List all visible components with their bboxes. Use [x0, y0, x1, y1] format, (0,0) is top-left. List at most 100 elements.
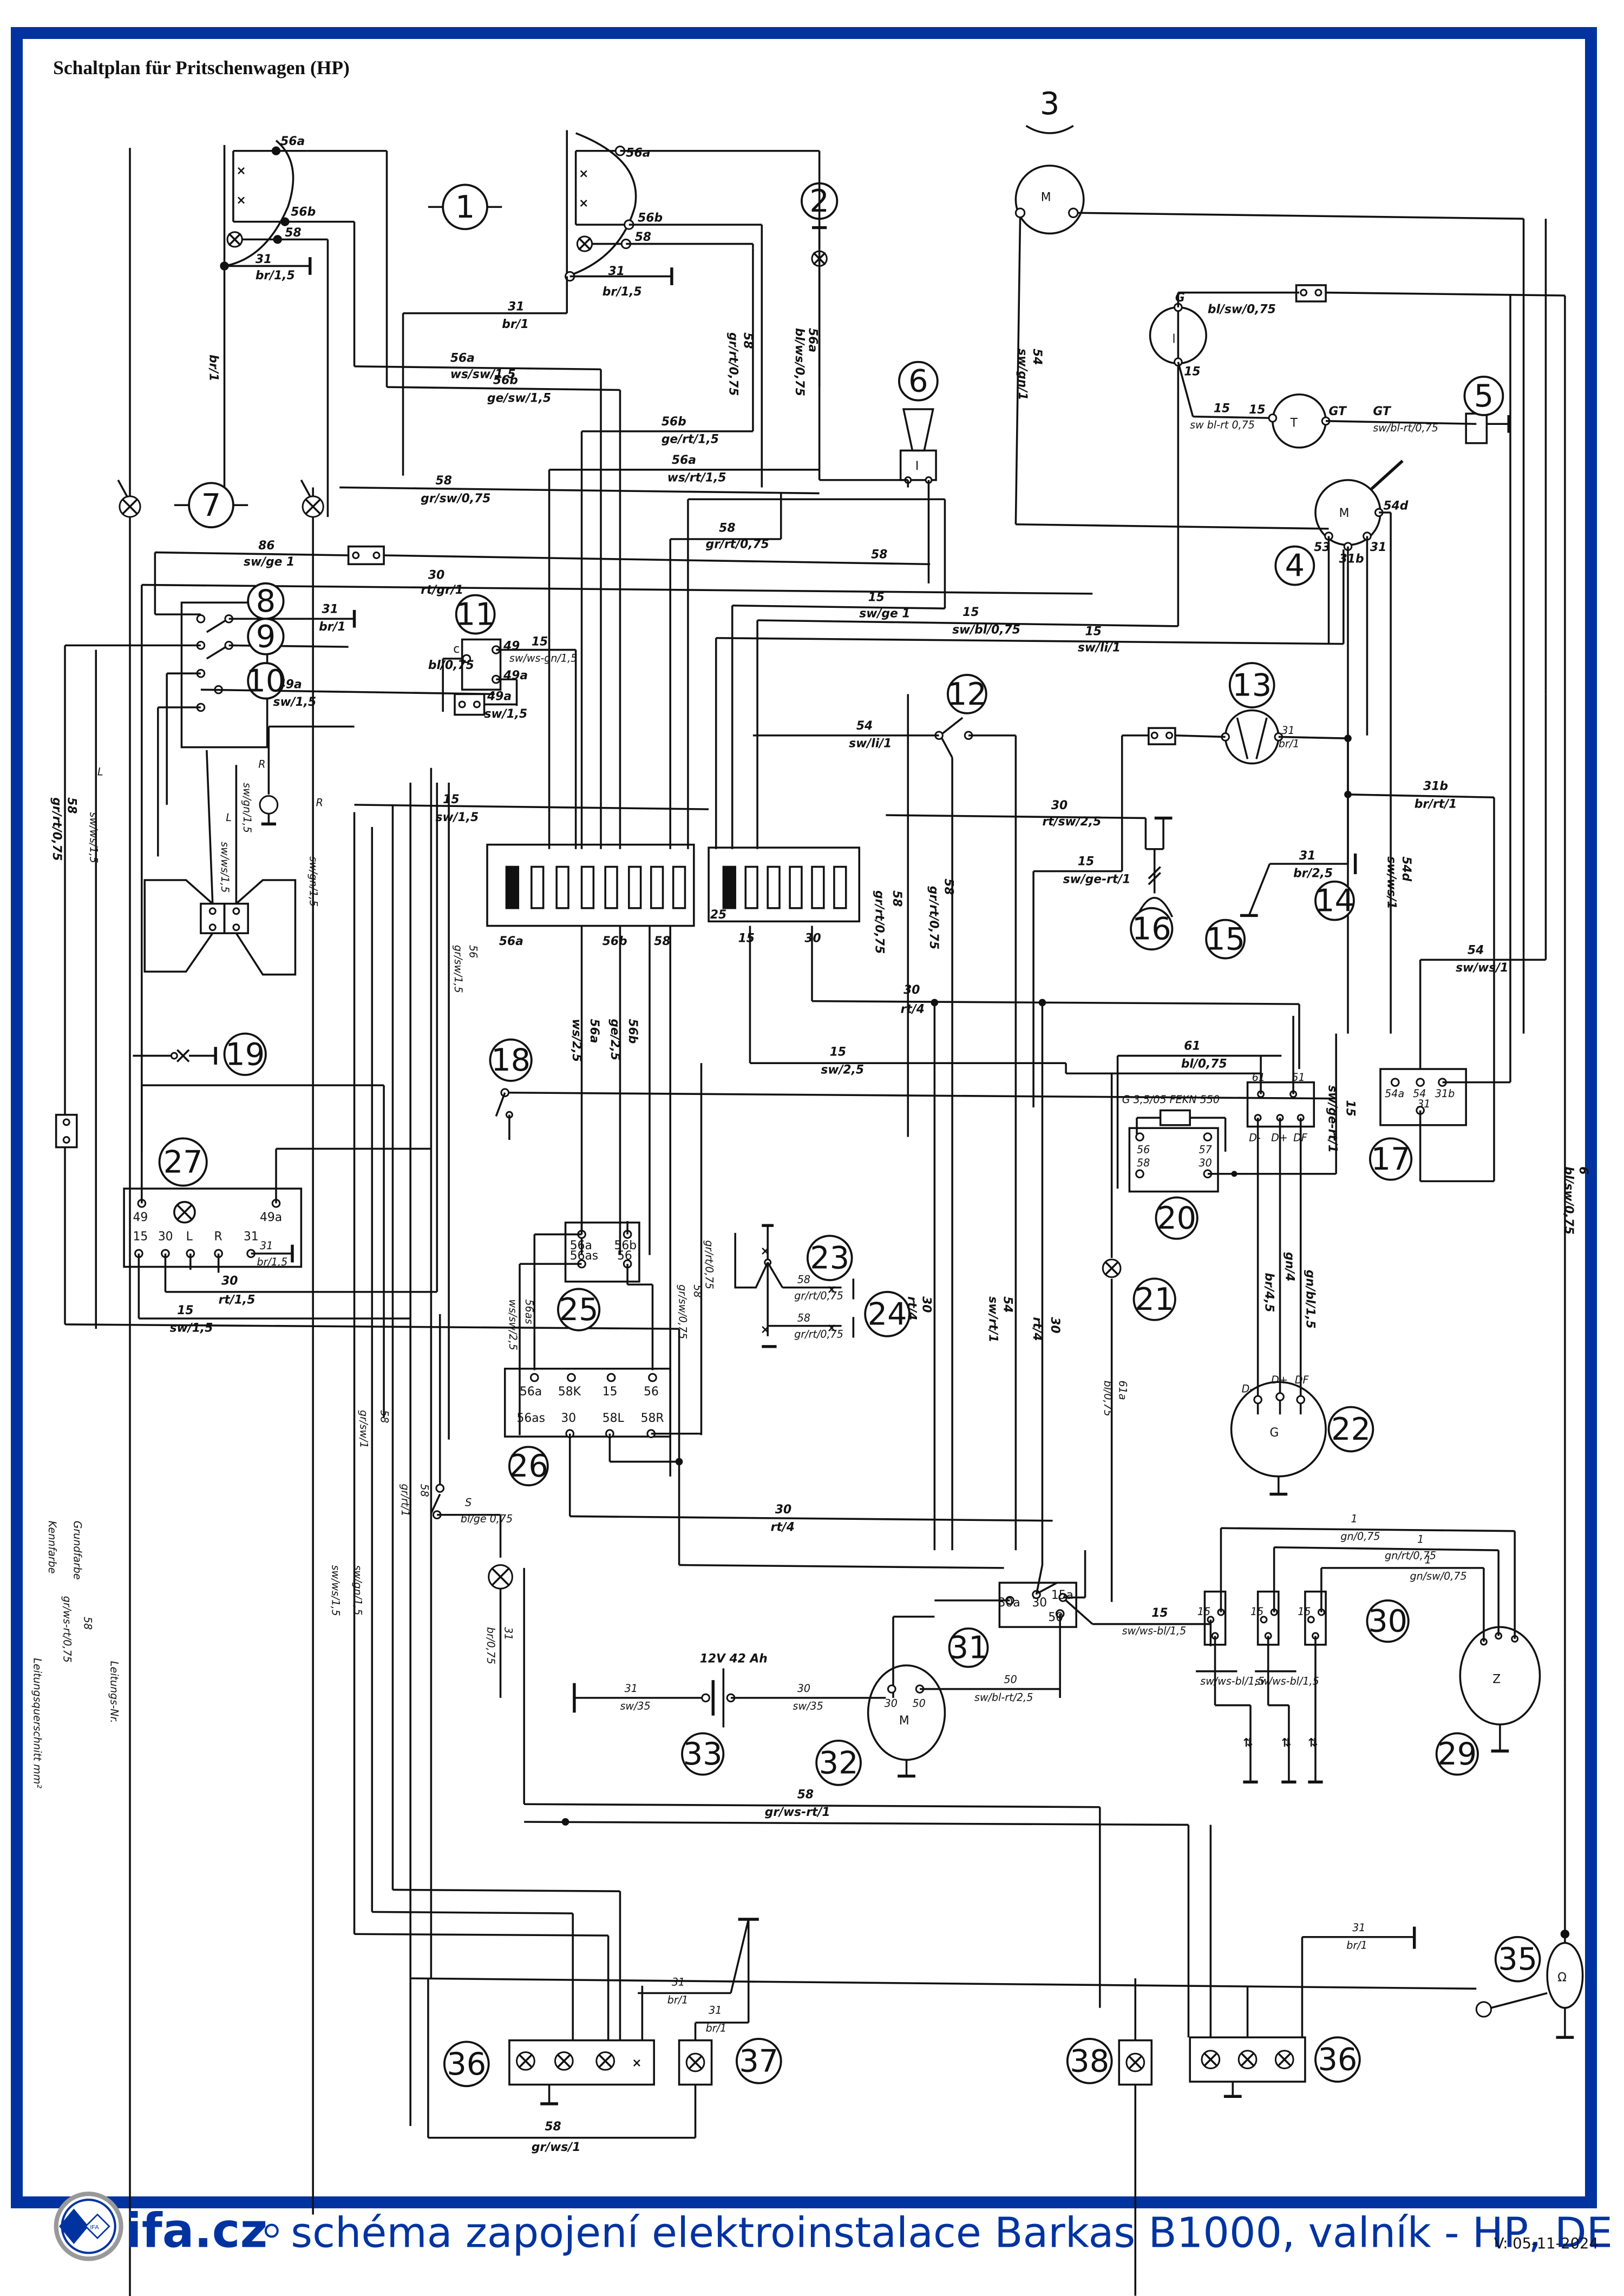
wire-label: br/1 — [1346, 1939, 1367, 1952]
callout-circle — [508, 1446, 549, 1487]
wire-label: Grundfarbe — [71, 1521, 83, 1580]
callout-number: 6 — [908, 363, 928, 399]
callout-number: 9 — [256, 619, 276, 655]
wire-segment — [524, 1803, 1100, 1808]
terminal — [208, 907, 217, 915]
wire-segment — [354, 804, 709, 810]
wire-label: 56b — [626, 1019, 639, 1044]
wire-label: 56b — [638, 212, 663, 225]
wire-label: 61a — [1116, 1381, 1129, 1400]
callout-circle — [1463, 376, 1504, 416]
wire-label: 56a — [450, 352, 475, 365]
wire-label: R — [258, 758, 265, 771]
callout-number: 20 — [1157, 1200, 1196, 1236]
wire-label: Kennfarbe — [46, 1521, 58, 1574]
wire-label: 56 — [467, 945, 479, 958]
terminal — [1300, 288, 1308, 297]
wire-label: 49a — [487, 690, 512, 703]
component-box — [580, 865, 595, 909]
wire-label: gn/4 — [1282, 1252, 1296, 1281]
wire-segment — [372, 1911, 573, 1914]
footer-brand[interactable]: ifa.cz — [126, 2203, 267, 2258]
wire-segment — [689, 2056, 702, 2069]
callout-number: 13 — [1232, 667, 1272, 704]
wire-segment — [1326, 291, 1565, 297]
fuse-box-left: 56a 56b 58 — [486, 843, 695, 948]
pin-label: 30 — [1032, 1596, 1047, 1610]
wire-label: 31 — [625, 1682, 638, 1695]
terminal — [1275, 1392, 1285, 1401]
wire-label: br/1 — [502, 318, 528, 331]
page-frame — [11, 27, 1597, 2208]
wire-label: 58 — [1137, 1157, 1150, 1169]
wire-label: sw/ge 1 — [859, 607, 910, 621]
terminal — [567, 1373, 576, 1382]
callout-circle — [1314, 2036, 1361, 2083]
wire-label: gn/bl/1,5 — [1304, 1270, 1317, 1329]
terminal — [1390, 1078, 1400, 1087]
wire-segment — [1016, 523, 1329, 530]
wire-segment — [1255, 717, 1268, 759]
wire-segment — [509, 1091, 1337, 1100]
wire-label: gr/rt/0,75 — [703, 1240, 716, 1289]
wire-label: × — [827, 1322, 836, 1335]
component-box — [564, 1221, 640, 1283]
wire-label: gr/rt/0,75 — [872, 890, 886, 954]
wire-label: 31 — [1417, 1098, 1430, 1110]
wire-label: gr/rt/0,75 — [794, 1328, 843, 1340]
wire-segment — [569, 1515, 1053, 1522]
wire-label: 1 — [1425, 1554, 1431, 1566]
callout-circle — [1327, 1406, 1374, 1453]
diagram-title: Schaltplan für Pritschenwagen (HP) — [53, 57, 350, 78]
junction-dot — [280, 217, 290, 226]
wire-segment — [1014, 165, 1085, 235]
wire-label: 58 — [654, 935, 670, 948]
wire-label: gr/sw/1,5 — [452, 945, 464, 993]
terminal — [232, 923, 240, 931]
wire-segment — [757, 619, 1178, 627]
wire-label: gr/sw/1 — [357, 1410, 370, 1448]
callout-19: 19 — [133, 1032, 267, 1076]
wire-label: sw/li/1 — [849, 737, 892, 751]
wire-label: sw/2,5 — [821, 1063, 864, 1077]
wire-label: sw/ws-gn/1,5 — [509, 652, 577, 664]
pin-label: 56 — [644, 1385, 659, 1399]
callout-circle — [1205, 919, 1246, 960]
callout-circle — [947, 674, 987, 714]
callout-number: 36 — [1318, 2042, 1357, 2078]
ifa-logo: IFA — [54, 2192, 123, 2261]
wire-label: × — [579, 196, 588, 210]
pin-label: 31 — [244, 1230, 259, 1243]
wire-label: L — [97, 765, 103, 778]
headlight-right: × × 56a 56b 58 31 br/1,5 — [565, 130, 820, 299]
wire-label: DF — [1295, 1374, 1309, 1386]
wire-label: Leitungsquerschnitt mm² — [31, 1658, 44, 1788]
component-box — [789, 865, 803, 909]
terminal — [352, 552, 360, 559]
terminal — [208, 923, 217, 931]
junction-dot — [931, 999, 939, 1007]
wire-label: 58 — [890, 890, 903, 907]
wire-label: 56a — [626, 147, 650, 160]
terminal — [372, 552, 381, 559]
ground-14-15: 31 br/2,5 14 15 — [1205, 738, 1357, 960]
wire-segment — [524, 1821, 1189, 1826]
terminal — [1253, 1395, 1262, 1405]
wire-label: 54 — [1001, 1296, 1014, 1313]
wire-segment — [84, 2213, 110, 2240]
wire-segment — [206, 619, 227, 633]
light-switch-26: 56a 58K 15 56 56as 30 58L 58R 26 30 rt/4 — [503, 1329, 1053, 1569]
wire-label: L — [226, 811, 232, 824]
wire-segment — [1014, 217, 1021, 524]
wire-label: sw/35 — [620, 1700, 650, 1713]
wire-segment — [767, 1262, 783, 1288]
pin-label: 58R — [641, 1412, 664, 1425]
wire-label: 57 — [1199, 1144, 1212, 1156]
terminal — [648, 1373, 657, 1382]
wire-label: sw/gn/1,5 — [307, 856, 320, 907]
pin-label: 30 — [561, 1412, 576, 1425]
component-box — [708, 847, 861, 923]
callout-number: 25 — [559, 1291, 599, 1328]
wire-label: sw/ws-bl/1,5 — [1122, 1625, 1187, 1637]
wire-label: 56a — [587, 1019, 601, 1043]
